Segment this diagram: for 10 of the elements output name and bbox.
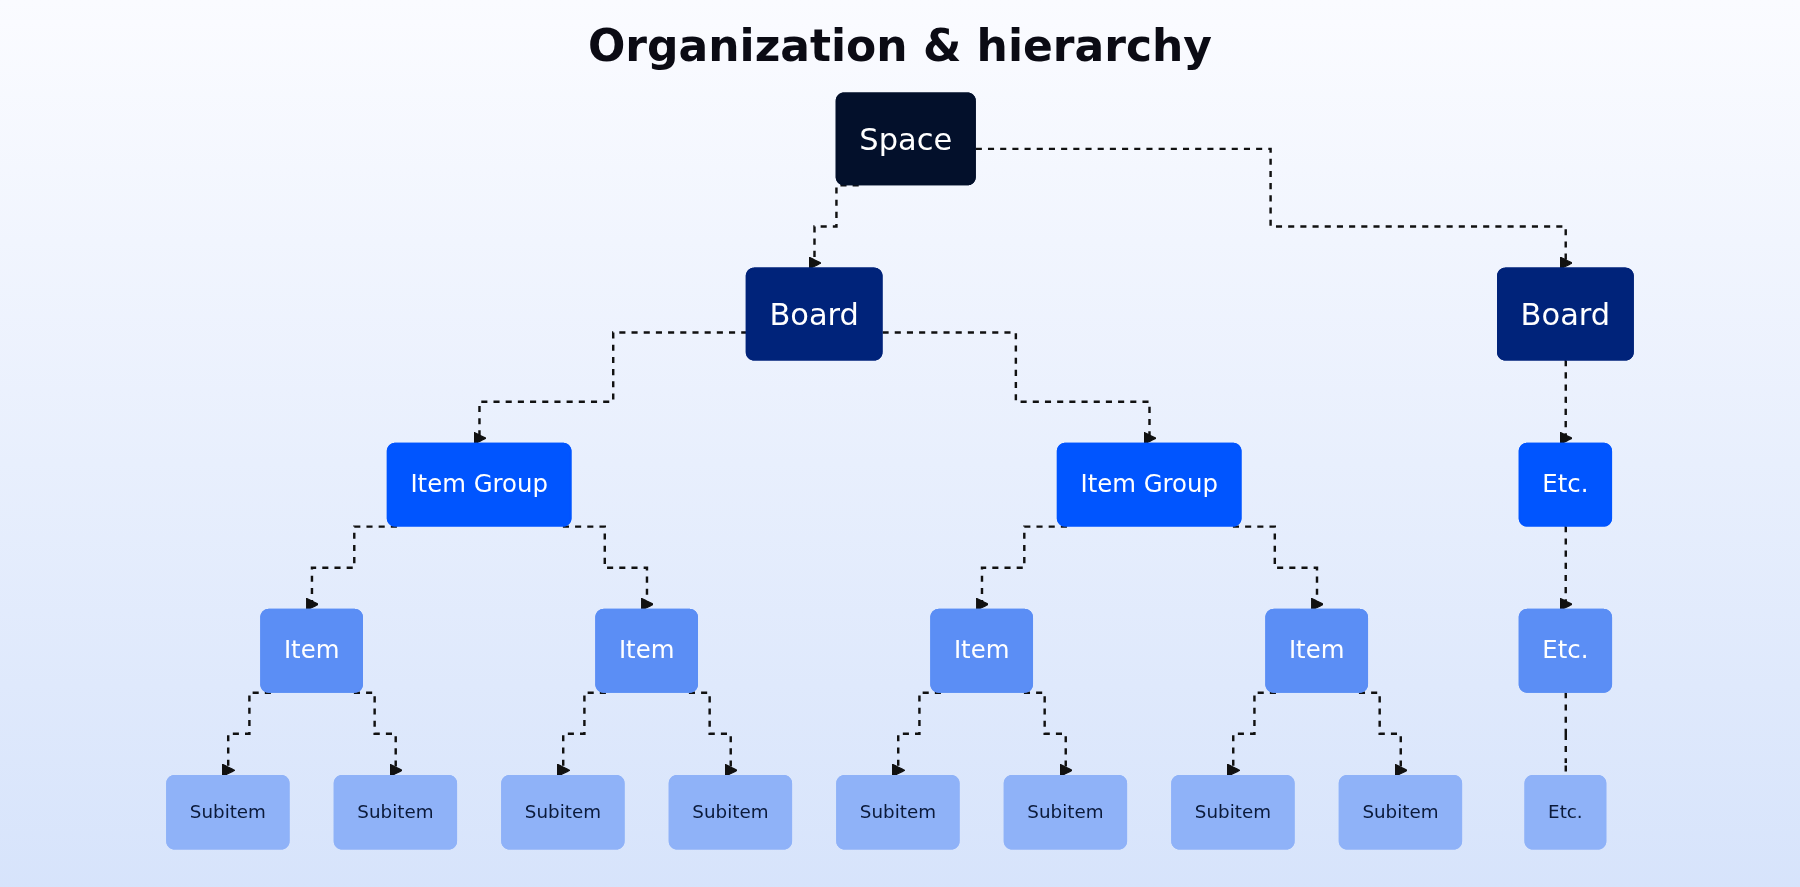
arrow [1559,359,1573,445]
arrow [1559,525,1573,611]
arrow [305,525,397,611]
arrow [882,331,1157,445]
arrow [562,525,654,611]
arrow [808,184,859,270]
arrow [975,147,1573,270]
arrow [975,525,1067,611]
diagram-title: Organization & hierarchy [586,20,1214,71]
arrow [1232,525,1325,611]
